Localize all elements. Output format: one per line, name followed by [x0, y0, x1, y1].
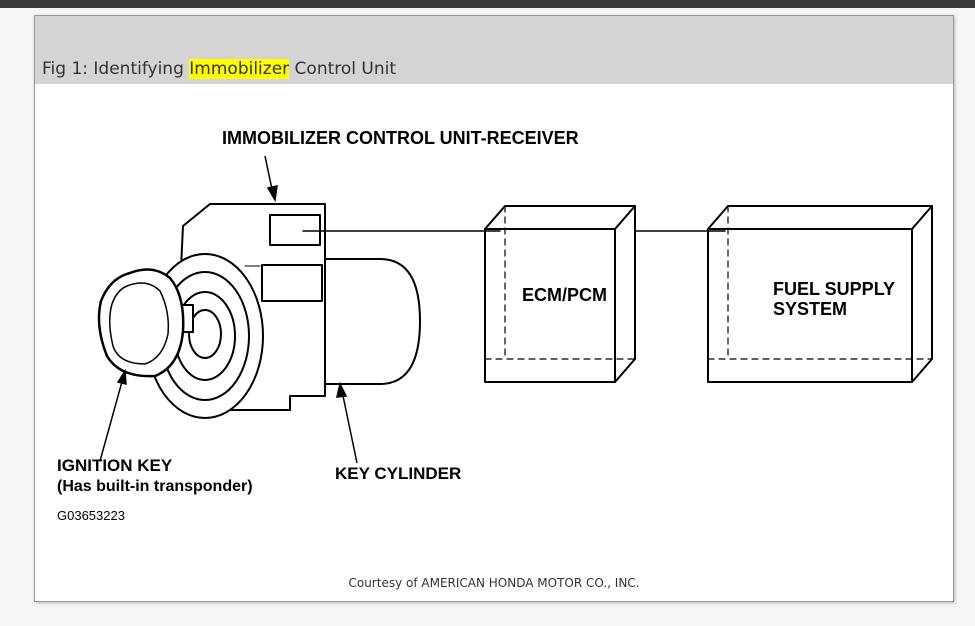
label-fuel-supply-line2: SYSTEM	[773, 299, 847, 319]
label-key-cylinder: KEY CYLINDER	[335, 464, 461, 483]
part-code: G03653223	[57, 508, 125, 523]
ignition-key-head	[97, 268, 185, 378]
arrow-key-cylinder	[336, 381, 348, 398]
arrow-receiver	[266, 185, 278, 203]
caption-suffix: Control Unit	[289, 59, 397, 79]
image-credit: Courtesy of AMERICAN HONDA MOTOR CO., IN…	[348, 576, 640, 590]
ecm-pcm-box	[484, 205, 636, 383]
immobilizer-diagram: IMMOBILIZER CONTROL UNIT-RECEIVER ECM/PC…	[57, 128, 933, 523]
figure-header: Fig 1: Identifying Immobilizer Control U…	[35, 16, 953, 84]
label-fuel-supply-line1: FUEL SUPPLY	[773, 279, 895, 299]
label-ignition-key-line2: (Has built-in transponder)	[57, 478, 253, 495]
receiver-unit	[269, 214, 321, 246]
window-top-strip	[0, 0, 975, 8]
caption-highlight: Immobilizer	[189, 59, 290, 79]
caption-prefix: Fig 1: Identifying	[42, 59, 190, 79]
label-receiver: IMMOBILIZER CONTROL UNIT-RECEIVER	[222, 128, 579, 148]
fuel-supply-box	[707, 205, 933, 383]
figure-caption: Fig 1: Identifying Immobilizer Control U…	[42, 59, 396, 79]
figure-card: Fig 1: Identifying Immobilizer Control U…	[34, 15, 954, 602]
arrow-ignition-key	[116, 368, 127, 385]
label-ecm-pcm: ECM/PCM	[522, 285, 607, 305]
receiver-lower-box	[261, 264, 323, 302]
label-ignition-key-line1: IGNITION KEY	[57, 456, 173, 475]
